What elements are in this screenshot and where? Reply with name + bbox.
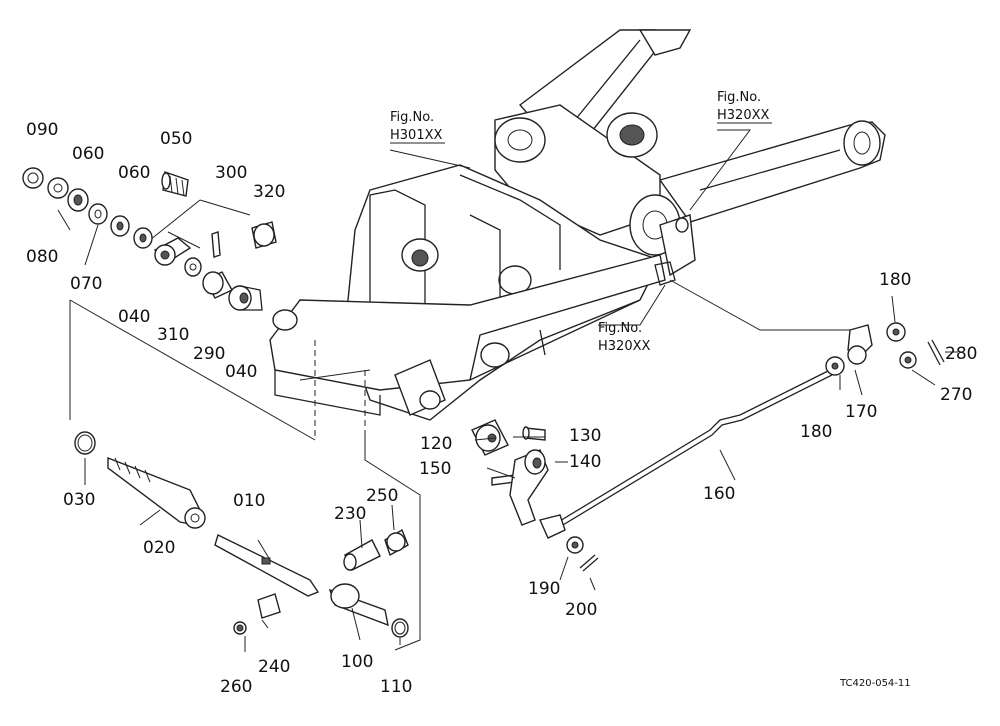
part-label-180: 180 bbox=[879, 270, 911, 290]
part-label-140: 140 bbox=[569, 452, 601, 472]
reference-lines bbox=[389, 129, 855, 331]
part-label-260: 260 bbox=[220, 677, 252, 697]
part-label-040: 040 bbox=[118, 307, 150, 327]
fig-ref-number: H301XX bbox=[390, 128, 442, 143]
part-label-180: 180 bbox=[800, 422, 832, 442]
part-label-110: 110 bbox=[380, 677, 412, 697]
part-label-290: 290 bbox=[193, 344, 225, 364]
part-label-250: 250 bbox=[366, 486, 398, 506]
part-label-130: 130 bbox=[569, 426, 601, 446]
part-label-170: 170 bbox=[845, 402, 877, 422]
part-label-060: 060 bbox=[72, 144, 104, 164]
part-label-200: 200 bbox=[565, 600, 597, 620]
part-label-310: 310 bbox=[157, 325, 189, 345]
part-label-240: 240 bbox=[258, 657, 290, 677]
part-label-230: 230 bbox=[334, 504, 366, 524]
part-label-080: 080 bbox=[26, 247, 58, 267]
part-number-labels: 090 060 050 300 060 320 080 070 040 310 … bbox=[26, 120, 977, 697]
part-label-150: 150 bbox=[419, 459, 451, 479]
shaft-parts bbox=[74, 431, 409, 638]
figure-reference-h320xx-top: Fig.No. H320XX bbox=[717, 90, 772, 124]
part-label-040: 040 bbox=[225, 362, 257, 382]
part-label-320: 320 bbox=[253, 182, 285, 202]
assembly-guides bbox=[69, 199, 421, 651]
part-label-050: 050 bbox=[160, 129, 192, 149]
fig-ref-number: H320XX bbox=[717, 108, 769, 123]
fig-ref-label: Fig.No. bbox=[390, 110, 434, 125]
part-label-190: 190 bbox=[528, 579, 560, 599]
part-label-060: 060 bbox=[118, 163, 150, 183]
part-label-120: 120 bbox=[420, 434, 452, 454]
part-label-030: 030 bbox=[63, 490, 95, 510]
fig-ref-label: Fig.No. bbox=[598, 321, 642, 336]
part-label-270: 270 bbox=[940, 385, 972, 405]
part-label-090: 090 bbox=[26, 120, 58, 140]
part-label-020: 020 bbox=[143, 538, 175, 558]
figure-reference-h301xx: Fig.No. H301XX bbox=[390, 110, 445, 144]
upper-left-parts bbox=[22, 167, 277, 311]
hydraulic-housing bbox=[269, 29, 886, 421]
part-label-300: 300 bbox=[215, 163, 247, 183]
part-label-160: 160 bbox=[703, 484, 735, 504]
fig-ref-number: H320XX bbox=[598, 339, 650, 354]
figure-reference-h320xx-mid: Fig.No. H320XX bbox=[598, 321, 650, 354]
fig-ref-label: Fig.No. bbox=[717, 90, 761, 105]
drawing-code: TC420-054-11 bbox=[839, 678, 911, 689]
part-leaders bbox=[57, 209, 958, 652]
part-label-280: 280 bbox=[945, 344, 977, 364]
part-label-010: 010 bbox=[233, 491, 265, 511]
part-label-100: 100 bbox=[341, 652, 373, 672]
linkage-parts bbox=[471, 322, 945, 572]
part-label-070: 070 bbox=[70, 274, 102, 294]
